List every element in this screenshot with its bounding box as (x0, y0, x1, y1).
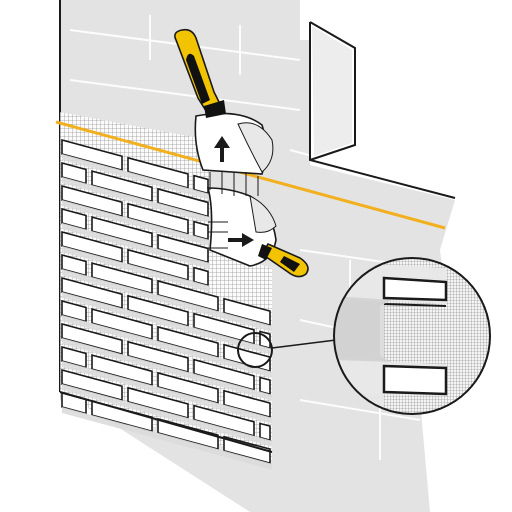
mortar-band (62, 384, 272, 447)
brick-slip (91, 262, 153, 295)
mortar-band (62, 269, 272, 332)
mortar-band (62, 223, 210, 269)
magnified-callout (333, 257, 491, 415)
cladding-bottom-edge (59, 391, 273, 453)
brick-slip (127, 340, 189, 374)
brick-slip (193, 220, 209, 241)
mortar-band (62, 361, 272, 424)
window-reveal (309, 21, 456, 199)
brick-slip (157, 325, 219, 359)
mortar-band (62, 246, 210, 292)
brick-slip (127, 202, 189, 236)
brick-slip (193, 358, 255, 391)
brick-slip (127, 248, 189, 282)
callout-leader (271, 339, 337, 349)
brick-slip (61, 161, 87, 185)
brick-slip (223, 297, 271, 327)
guide-line (55, 120, 446, 230)
brick-slip (157, 417, 219, 451)
brick-slip (157, 371, 219, 405)
brick-slip (259, 376, 271, 396)
brick-slip (193, 404, 255, 437)
brick-slip (127, 294, 189, 328)
arrow-up-icon (214, 136, 230, 162)
mortar-band (62, 292, 272, 355)
brick-slip (157, 279, 219, 313)
brick-slip (91, 170, 153, 203)
brick-slip (127, 386, 189, 420)
mortar-joints (62, 154, 272, 470)
brick-slip (61, 184, 123, 218)
mortar-band (62, 154, 210, 200)
mortar-band (62, 177, 210, 223)
brick-slip (91, 354, 153, 387)
window-reveal-fill (312, 26, 352, 156)
upper-spatula (174, 28, 274, 175)
brick-slip (223, 389, 271, 419)
brick-slip (223, 435, 271, 465)
mortar-band (62, 338, 272, 401)
brick-slip (91, 308, 153, 341)
brick-slip (61, 207, 87, 231)
brick-slip (61, 138, 123, 172)
motion-lines (208, 172, 259, 249)
brick-slip-courses (61, 138, 271, 465)
brick-slip (193, 174, 209, 195)
brick-slip (193, 312, 255, 345)
brick-slip (223, 343, 271, 373)
mortar-band (62, 315, 272, 378)
mortar-band (62, 200, 210, 246)
brick-slip (127, 156, 189, 190)
arrow-right-icon (228, 233, 254, 247)
lower-spatula (206, 187, 309, 278)
detail-marker (237, 332, 273, 368)
brick-slip (259, 422, 271, 442)
brick-slip (157, 187, 209, 218)
mortar-band (62, 407, 272, 470)
